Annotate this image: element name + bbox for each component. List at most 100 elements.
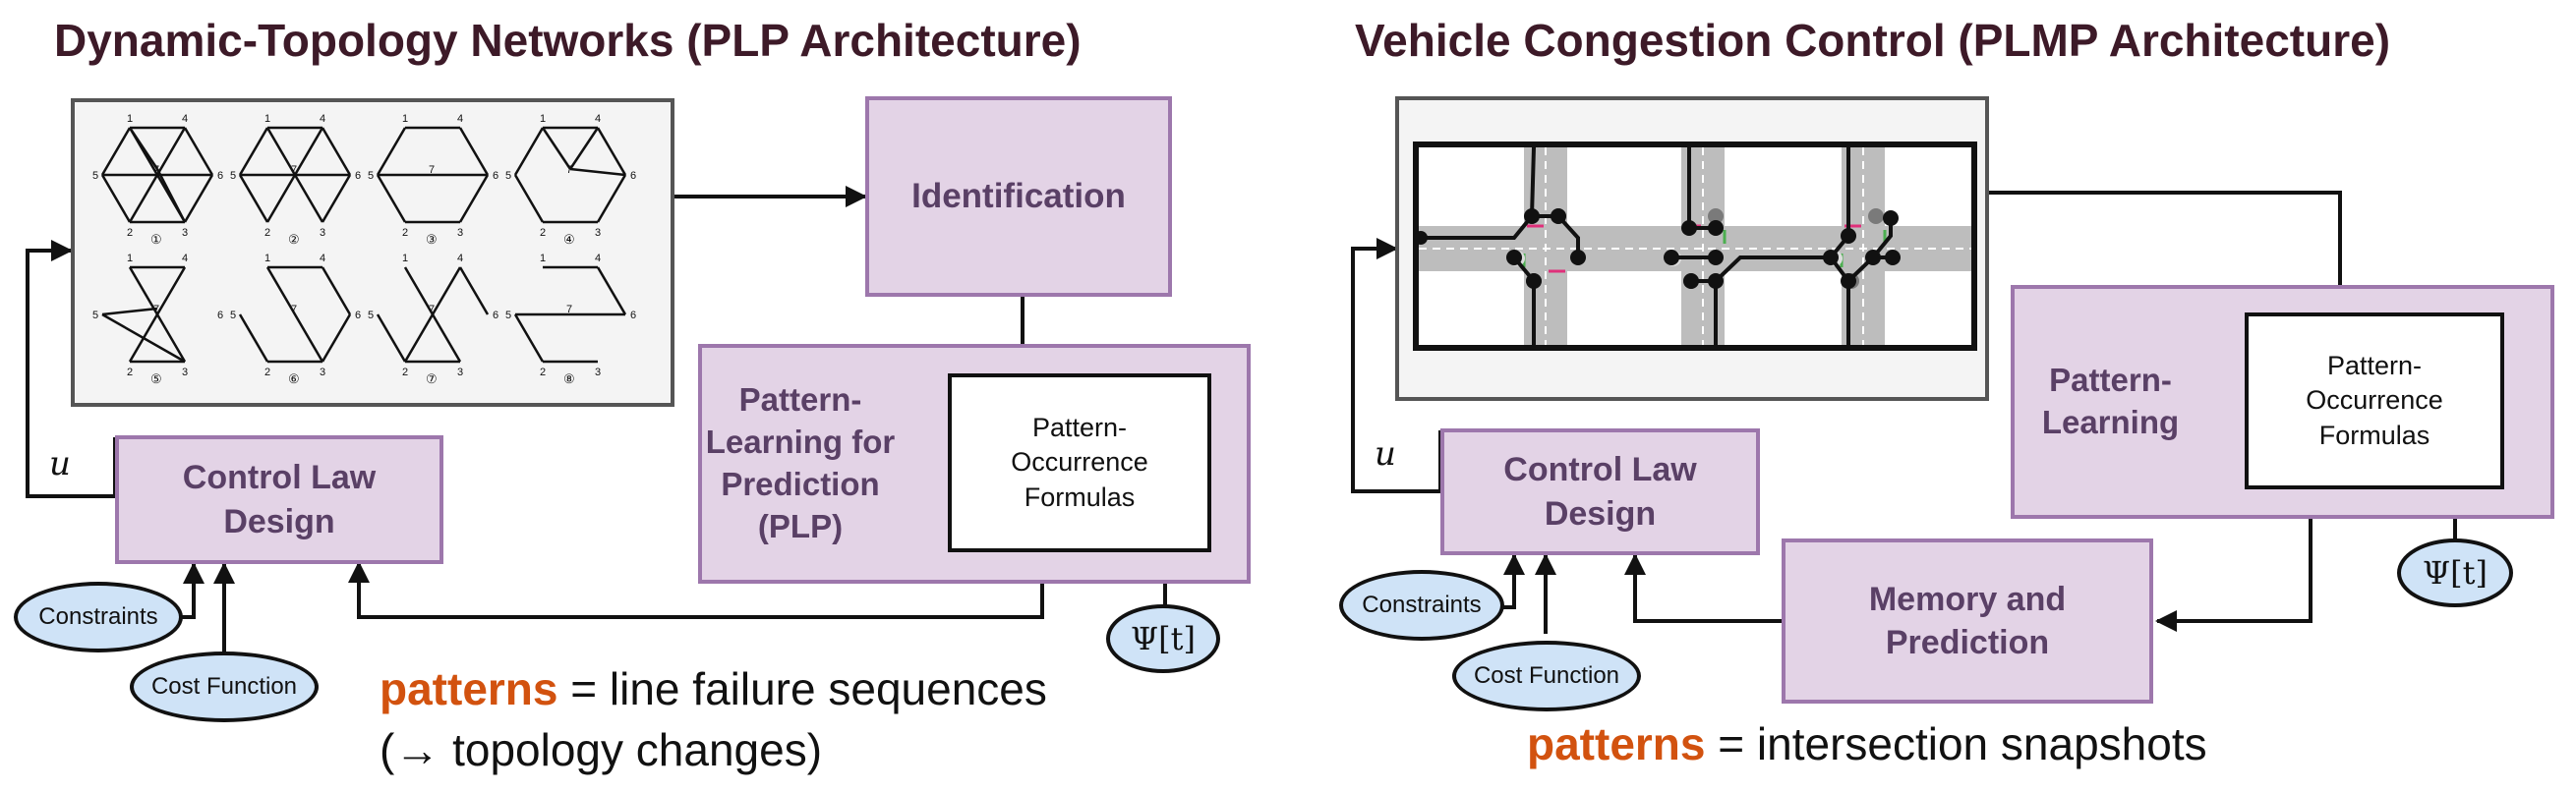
graph-node-label: 3 [457, 227, 463, 239]
graph-node-label: 6 [493, 310, 498, 321]
graph-index-label: ⑤ [150, 371, 162, 386]
graph-edge [101, 312, 186, 364]
control-law-label-right: Control Law Design [1503, 451, 1697, 533]
graph-node-label: 2 [264, 227, 270, 239]
graph-node-label: 2 [127, 367, 133, 378]
formula-label-left: Pattern-Occurrence Formulas [1011, 413, 1148, 512]
graph-node-label: 6 [355, 310, 361, 321]
graph-node-label: 5 [92, 310, 98, 321]
graph-edge [376, 127, 407, 176]
graph-node-label: 3 [182, 227, 188, 239]
pattern-learning-label: Pattern-Learning [2041, 362, 2180, 440]
left-title: Dynamic-Topology Networks (PLP Architect… [54, 15, 1082, 66]
topology-graph: 1 2 3 4 5 6 7 ⑤ [92, 253, 223, 386]
caption-keyword-right: patterns [1527, 718, 1706, 769]
graph-edge [458, 174, 490, 223]
identification-label: Identification [911, 177, 1126, 215]
arrow-intersections-to-formulas [1989, 191, 2351, 314]
constraints-label-left: Constraints [38, 603, 158, 630]
graph-edge [183, 174, 214, 223]
graph-edge [321, 266, 352, 315]
graph-edge [376, 313, 407, 363]
graph-edge [128, 266, 187, 363]
graph-node-label: 6 [493, 170, 498, 182]
graph-node-label: 1 [264, 113, 270, 125]
graph-node-label: 2 [264, 367, 270, 378]
graph-index-label: ③ [426, 232, 438, 247]
graph-edge [596, 127, 627, 176]
graph-edge [265, 266, 324, 363]
caption-rest-left: = line failure sequences [557, 663, 1047, 714]
graph-index-label: ② [288, 232, 300, 247]
control-law-box-right: Control Law Design [1440, 428, 1760, 555]
psi-ellipse-right: Ψ[t] [2397, 538, 2513, 607]
cost-function-ellipse-left: Cost Function [130, 651, 319, 722]
graph-node-label: 4 [182, 253, 188, 264]
graph-node-label: 5 [230, 310, 236, 321]
graph-edge [541, 127, 572, 170]
graph-edge [569, 167, 626, 177]
caption-keyword-left: patterns [380, 663, 558, 714]
formula-box-left: Pattern-Occurrence Formulas [948, 373, 1211, 552]
right-title: Vehicle Congestion Control (PLMP Archite… [1355, 15, 2391, 66]
caption-right: patterns = intersection snapshots [1527, 717, 2207, 770]
graph-node-label: 7 [566, 164, 572, 176]
cost-function-label-right: Cost Function [1473, 662, 1620, 689]
graph-node-label: 2 [402, 227, 408, 239]
memory-prediction-box: Memory and Prediction [1782, 538, 2153, 704]
graph-node-label: 4 [595, 113, 601, 125]
graph-edge [458, 266, 490, 315]
identification-box: Identification [865, 96, 1172, 297]
cost-function-ellipse-right: Cost Function [1452, 641, 1641, 711]
graph-edge [238, 174, 269, 223]
graph-node-label: 4 [320, 113, 325, 125]
graph-node-label: 2 [540, 227, 546, 239]
arrow-formulas-to-control [348, 550, 1044, 619]
arrow-memory-to-control [1624, 553, 1782, 623]
graph-node-label: 4 [182, 113, 188, 125]
graph-node-label: 6 [217, 170, 223, 182]
graph-index-label: ⑧ [563, 371, 575, 386]
graph-node-label: 1 [402, 253, 408, 264]
graph-edge [596, 174, 627, 223]
graph-edge [321, 127, 352, 176]
graph-node-label: 5 [368, 310, 374, 321]
arrow-formulas-to-memory [2155, 487, 2313, 632]
graph-node-label: 5 [230, 170, 236, 182]
graph-node-label: 3 [182, 367, 188, 378]
graph-node-label: 4 [457, 253, 463, 264]
graph-node-label: 3 [320, 227, 325, 239]
u-label-right: u [1375, 434, 1396, 474]
formula-box-right: Pattern-Occurrence Formulas [2245, 312, 2504, 489]
graph-node-label: 6 [217, 310, 223, 321]
graph-node-label: 1 [127, 253, 133, 264]
graph-edge [403, 266, 462, 363]
graph-index-label: ① [150, 232, 162, 247]
psi-ellipse-left: Ψ[t] [1106, 604, 1220, 673]
graph-node-label: 7 [291, 164, 297, 176]
graph-edge [100, 174, 132, 223]
u-label-left: u [49, 444, 71, 483]
caption-rest-right: = intersection snapshots [1705, 718, 2207, 769]
constraints-ellipse-right: Constraints [1339, 570, 1504, 641]
graph-edge [596, 266, 627, 315]
graph-edge [101, 307, 158, 316]
graph-edge [513, 127, 545, 176]
graph-node-label: 4 [595, 253, 601, 264]
control-law-box-left: Control Law Design [115, 435, 443, 564]
graph-node-label: 7 [153, 304, 159, 315]
graph-node-label: 4 [457, 113, 463, 125]
graph-edge [458, 127, 490, 176]
graph-edge [513, 313, 545, 363]
graph-node-label: 5 [368, 170, 374, 182]
graph-edge [238, 127, 269, 176]
graph-node-label: 2 [540, 367, 546, 378]
graph-node-label: 7 [566, 304, 572, 315]
caption-line2-left: (→ topology changes) [380, 724, 823, 775]
graph-node-label: 5 [92, 170, 98, 182]
cost-function-label-left: Cost Function [150, 673, 298, 700]
